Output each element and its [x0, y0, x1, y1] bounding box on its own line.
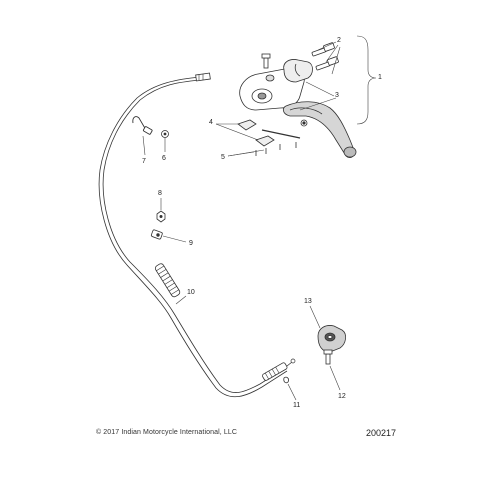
- callout-9: 9: [189, 240, 193, 247]
- fitting-9: [150, 229, 163, 240]
- cable-lower-end-fitting: [262, 358, 296, 381]
- clutch-lever-assembly: [237, 42, 357, 158]
- cable-adjuster-sleeve: [154, 263, 181, 298]
- callout-11: 11: [293, 402, 300, 409]
- clip-11: [283, 376, 289, 384]
- cable-hook-part: [132, 116, 153, 135]
- callout-7: 7: [142, 158, 146, 165]
- callout-13: 13: [304, 298, 312, 305]
- nut-8: [156, 210, 166, 223]
- nut-6: [161, 130, 169, 138]
- callout-2: 2: [337, 37, 341, 44]
- callout-12: 12: [338, 393, 346, 400]
- cable-upper-end-fitting: [195, 72, 211, 82]
- callout-4: 4: [209, 119, 213, 126]
- callout-6: 6: [162, 155, 166, 162]
- callout-5: 5: [221, 154, 225, 161]
- lower-bracket-13: [317, 325, 346, 353]
- diagram-id: 200217: [366, 428, 397, 438]
- screw-12: [323, 349, 333, 365]
- callout-labels: 1 2 3 4 5 6 7 8 9 10 11 12 13: [142, 37, 382, 409]
- callout-3: 3: [335, 92, 339, 99]
- leader-lines: [142, 35, 377, 401]
- copyright-text: © 2017 Indian Motorcycle International, …: [96, 429, 237, 436]
- callout-8: 8: [158, 190, 162, 197]
- callout-1: 1: [378, 74, 382, 81]
- callout-10: 10: [187, 289, 195, 296]
- clutch-cable: [98, 76, 288, 398]
